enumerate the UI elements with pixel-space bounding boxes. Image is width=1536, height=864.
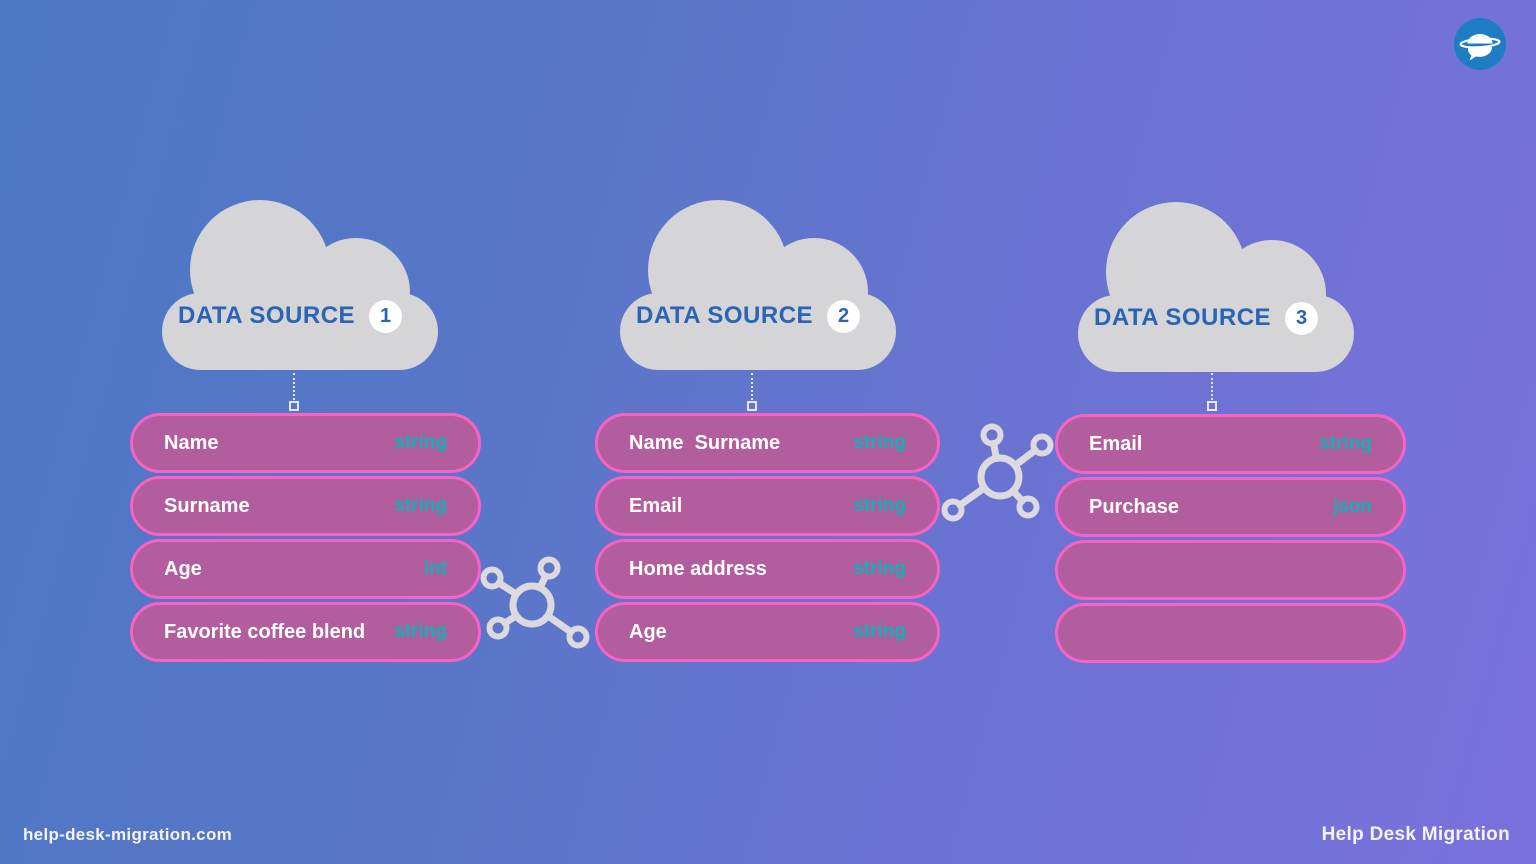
field-name: Age [629,620,667,643]
field-name: Purchase [1089,495,1180,518]
drop-line-end-square [1207,401,1217,411]
data-source-3-fields: Email string Purchase json [1055,414,1406,666]
field-type: json [1332,496,1372,517]
field-pill: Age int [130,539,481,599]
data-source-1-fields: Name string Surname string Age int Favor… [130,413,481,665]
field-name: Home address [629,557,767,580]
help-desk-migration-logo planet-chat-icon [1454,18,1506,70]
dotted-drop-line [751,373,753,400]
field-name: Name [164,431,219,454]
field-type: int [423,558,447,579]
field-pill: Home address string [595,539,940,599]
data-source-label: DATA SOURCE [178,302,356,329]
field-pill-empty [1055,540,1406,600]
drop-line-end-square [289,401,299,411]
cloud-icon [620,200,896,370]
dotted-drop-line [293,373,295,400]
field-type: string [853,621,906,642]
field-type: string [394,621,447,642]
site-url-text: help-desk-migration.com [23,825,233,844]
field-type: string [853,495,906,516]
cloud-icon [162,200,438,370]
field-type: string [1319,433,1372,454]
cloud-icon [1078,202,1354,372]
field-pill: Purchase json [1055,477,1406,537]
field-pill: Age string [595,602,940,662]
field-type: string [394,432,447,453]
field-pill: Email string [595,476,940,536]
field-pill: Surname string [130,476,481,536]
data-source-number-badge: 3 [1285,301,1319,335]
molecule-connector-icon [941,423,1054,522]
field-pill-empty [1055,603,1406,663]
field-name: Name Surname [629,431,781,454]
molecule-connector-icon [480,556,590,649]
dotted-drop-line [1211,373,1213,400]
data-source-2-cloud: DATA SOURCE 2 [618,198,898,370]
field-type: string [853,558,906,579]
field-name: Surname [164,494,250,517]
data-source-3-cloud: DATA SOURCE 3 [1076,200,1356,372]
field-pill: Favorite coffee blend string [130,602,481,662]
field-name: Email [1089,432,1143,455]
data-source-label: DATA SOURCE [636,302,814,329]
field-name: Age [164,557,202,580]
field-name: Favorite coffee blend [164,620,366,643]
field-type: string [853,432,906,453]
drop-line-end-square [747,401,757,411]
data-source-number-badge: 1 [369,299,403,333]
field-type: string [394,495,447,516]
brand-name-text: Help Desk Migration [1321,824,1510,845]
field-name: Email [629,494,683,517]
field-pill: Email string [1055,414,1406,474]
field-pill: Name string [130,413,481,473]
data-source-number-badge: 2 [827,299,861,333]
data-source-label: DATA SOURCE [1094,304,1272,331]
field-pill: Name Surname string [595,413,940,473]
data-source-2-fields: Name Surname string Email string Home ad… [595,413,940,665]
data-source-1-cloud: DATA SOURCE 1 [160,198,440,370]
